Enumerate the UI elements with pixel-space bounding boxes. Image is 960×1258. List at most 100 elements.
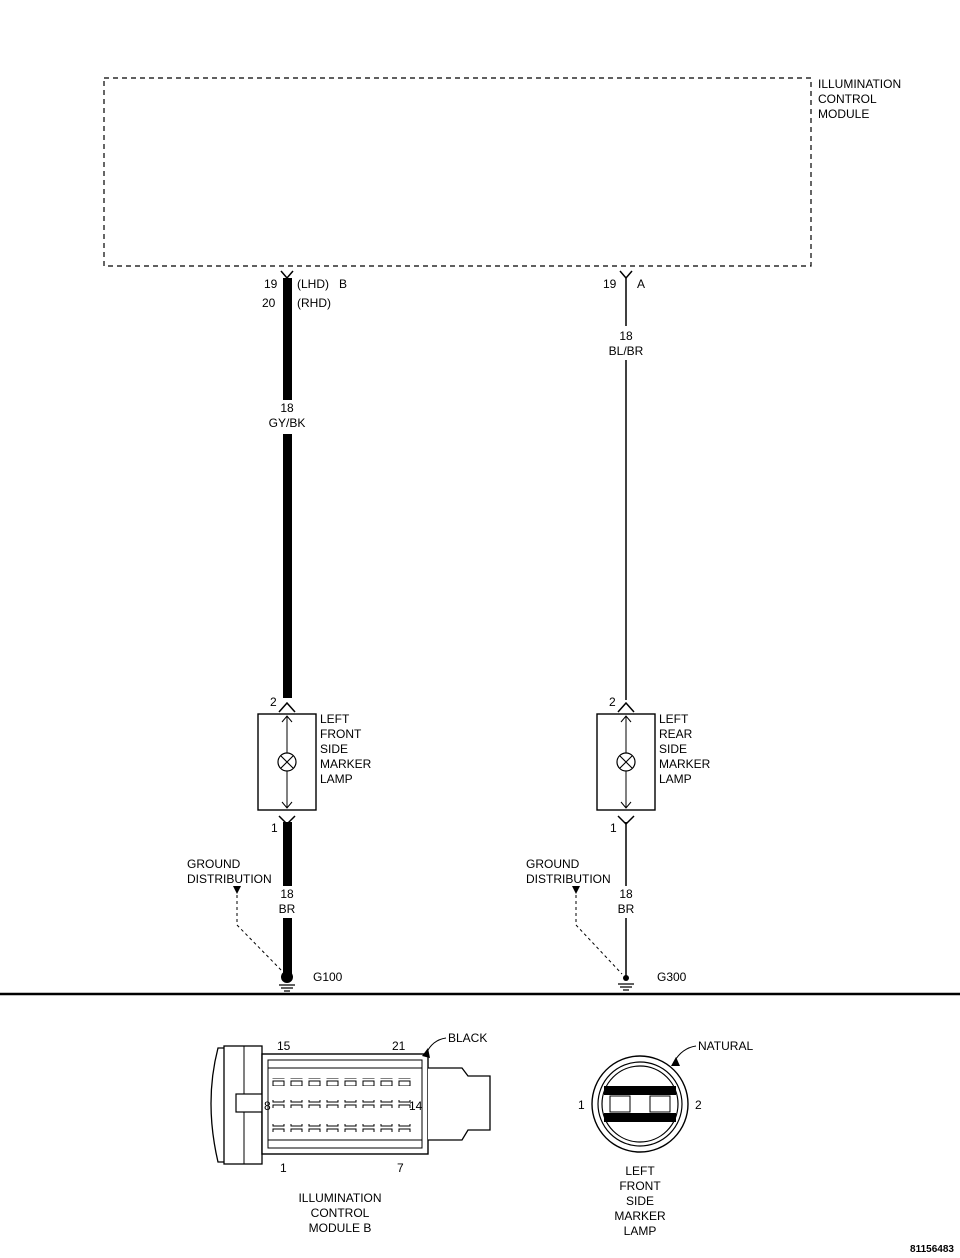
ground-dist-line-1: GROUND — [526, 857, 580, 871]
lamp-pin-1: 1 — [271, 821, 278, 835]
connector-rounded-back — [210, 1047, 227, 1163]
ground-id: G300 — [657, 970, 687, 984]
ground-symbol — [618, 983, 634, 991]
lamp-terminal-top — [278, 701, 296, 713]
ground-id: G100 — [313, 970, 343, 984]
splice-dot — [281, 971, 293, 983]
connector-a-label: A — [637, 277, 645, 291]
lamp-label-line-3: SIDE — [320, 742, 348, 756]
lamp-connector-name-5: LAMP — [624, 1224, 657, 1238]
connector-housing-inner — [267, 1059, 423, 1149]
lamp-connector-color-label: NATURAL — [698, 1039, 753, 1053]
illumination-control-module: ILLUMINATION CONTROL MODULE — [103, 77, 901, 267]
ground-dist-leader — [236, 895, 284, 973]
connector-name-line-1: ILLUMINATION — [298, 1191, 381, 1205]
connector-b-label: B — [339, 277, 347, 291]
lhd-label: (LHD) — [297, 277, 329, 291]
module-connector-view: 15 21 8 14 1 7 BLACK ILLUMINATION CONTRO… — [210, 1031, 491, 1235]
left-rear-lamp-body — [596, 713, 656, 811]
lamp-cavity-2-label: 2 — [695, 1098, 702, 1112]
wire-gauge-label: 18 — [280, 401, 294, 415]
pin-cavity-row-bottom — [270, 1124, 414, 1132]
cavity-21-label: 21 — [392, 1039, 406, 1053]
left-front-circuit: 19 (LHD) B 20 (RHD) 18 GY/BK 2 LEFT FRON… — [187, 270, 372, 992]
terminal-1-block — [604, 1086, 676, 1095]
terminal-1-block-lower — [604, 1113, 676, 1122]
wire-color-label: BL/BR — [609, 344, 644, 358]
wire-gy-bk-lower — [283, 434, 292, 698]
module-terminal-b — [280, 270, 294, 280]
lamp-label-line-2: FRONT — [320, 727, 362, 741]
lamp-label-line-5: LAMP — [659, 772, 692, 786]
ground-dist-arrow-icon — [233, 886, 241, 894]
ground-wire-gauge: 18 — [280, 887, 294, 901]
lamp-connector-name-2: FRONT — [619, 1179, 661, 1193]
cavity-15-label: 15 — [277, 1039, 291, 1053]
pin-cavity-row-middle — [270, 1100, 414, 1108]
cavity-1-label: 1 — [280, 1161, 287, 1175]
pin-cavity-row-top — [270, 1078, 414, 1086]
cavity-8-label: 8 — [264, 1099, 271, 1113]
lamp-label-line-3: SIDE — [659, 742, 687, 756]
module-box — [103, 77, 812, 267]
ground-dist-line-2: DISTRIBUTION — [187, 872, 272, 886]
splice-dot — [623, 975, 629, 981]
cavity-7-label: 7 — [397, 1161, 404, 1175]
pin-19: 19 — [603, 277, 617, 291]
lamp-label-line-1: LEFT — [659, 712, 689, 726]
wire-gy-bk — [283, 278, 292, 400]
cavity-14-label: 14 — [409, 1099, 423, 1113]
lamp-label-line-5: LAMP — [320, 772, 353, 786]
module-label-line-2: CONTROL — [818, 92, 877, 106]
left-front-lamp-body — [257, 713, 317, 811]
module-label-line-3: MODULE — [818, 107, 869, 121]
lamp-lead-arrow-top — [620, 715, 632, 723]
ground-dist-line-1: GROUND — [187, 857, 241, 871]
lamp-cavity-1-label: 1 — [578, 1098, 585, 1112]
ground-wire-gauge: 18 — [619, 887, 633, 901]
module-terminal-a — [619, 270, 633, 280]
natural-leader-line — [673, 1045, 697, 1063]
connector-name-line-3: MODULE B — [309, 1221, 372, 1235]
bulb-filament — [280, 755, 294, 769]
lamp-pin-2: 2 — [609, 695, 616, 709]
ground-dist-arrow-icon — [572, 886, 580, 894]
lamp-connector-name-1: LEFT — [625, 1164, 655, 1178]
ground-symbol — [279, 984, 295, 992]
lamp-lead-arrow-bottom — [620, 801, 632, 809]
lamp-connector-view: 1 2 NATURAL LEFT FRONT SIDE MARKER LAMP — [578, 1039, 753, 1238]
lamp-terminal-top — [617, 701, 635, 713]
figure-number: 81156483 — [910, 1244, 954, 1255]
lamp-pin-1: 1 — [610, 821, 617, 835]
natural-leader-arrow — [671, 1057, 680, 1066]
wire-gauge-label: 18 — [619, 329, 633, 343]
lamp-connector-ring-2 — [597, 1061, 683, 1147]
pin-19-lhd: 19 — [264, 277, 278, 291]
terminal-2-slot — [649, 1095, 671, 1113]
lamp-pin-2: 2 — [270, 695, 277, 709]
lamp-label-line-1: LEFT — [320, 712, 350, 726]
lamp-connector-name-3: SIDE — [626, 1194, 654, 1208]
color-leader-arrow — [422, 1048, 430, 1058]
ground-dist-leader — [575, 895, 623, 975]
wire-color-label: GY/BK — [269, 416, 306, 430]
connector-lock-tab — [428, 1067, 491, 1141]
connector-name-line-2: CONTROL — [311, 1206, 370, 1220]
lamp-connector-name-4: MARKER — [614, 1209, 666, 1223]
bulb-filament — [619, 755, 633, 769]
lamp-label-line-4: MARKER — [659, 757, 711, 771]
rhd-label: (RHD) — [297, 296, 331, 310]
ground-wire-color: BR — [279, 902, 296, 916]
lamp-label-line-2: REAR — [659, 727, 693, 741]
connector-color-label: BLACK — [448, 1031, 487, 1045]
left-rear-circuit: 19 A 18 BL/BR 2 LEFT REAR SIDE MARKER LA… — [526, 270, 711, 991]
wire-br — [283, 822, 292, 886]
lamp-lead-arrow-top — [281, 715, 293, 723]
lamp-label-line-4: MARKER — [320, 757, 372, 771]
color-leader-line — [425, 1037, 447, 1055]
lamp-connector-ring-3 — [601, 1065, 679, 1143]
wire-br-lower — [283, 918, 292, 974]
module-label-line-1: ILLUMINATION — [818, 77, 901, 91]
pin-20-rhd: 20 — [262, 296, 276, 310]
